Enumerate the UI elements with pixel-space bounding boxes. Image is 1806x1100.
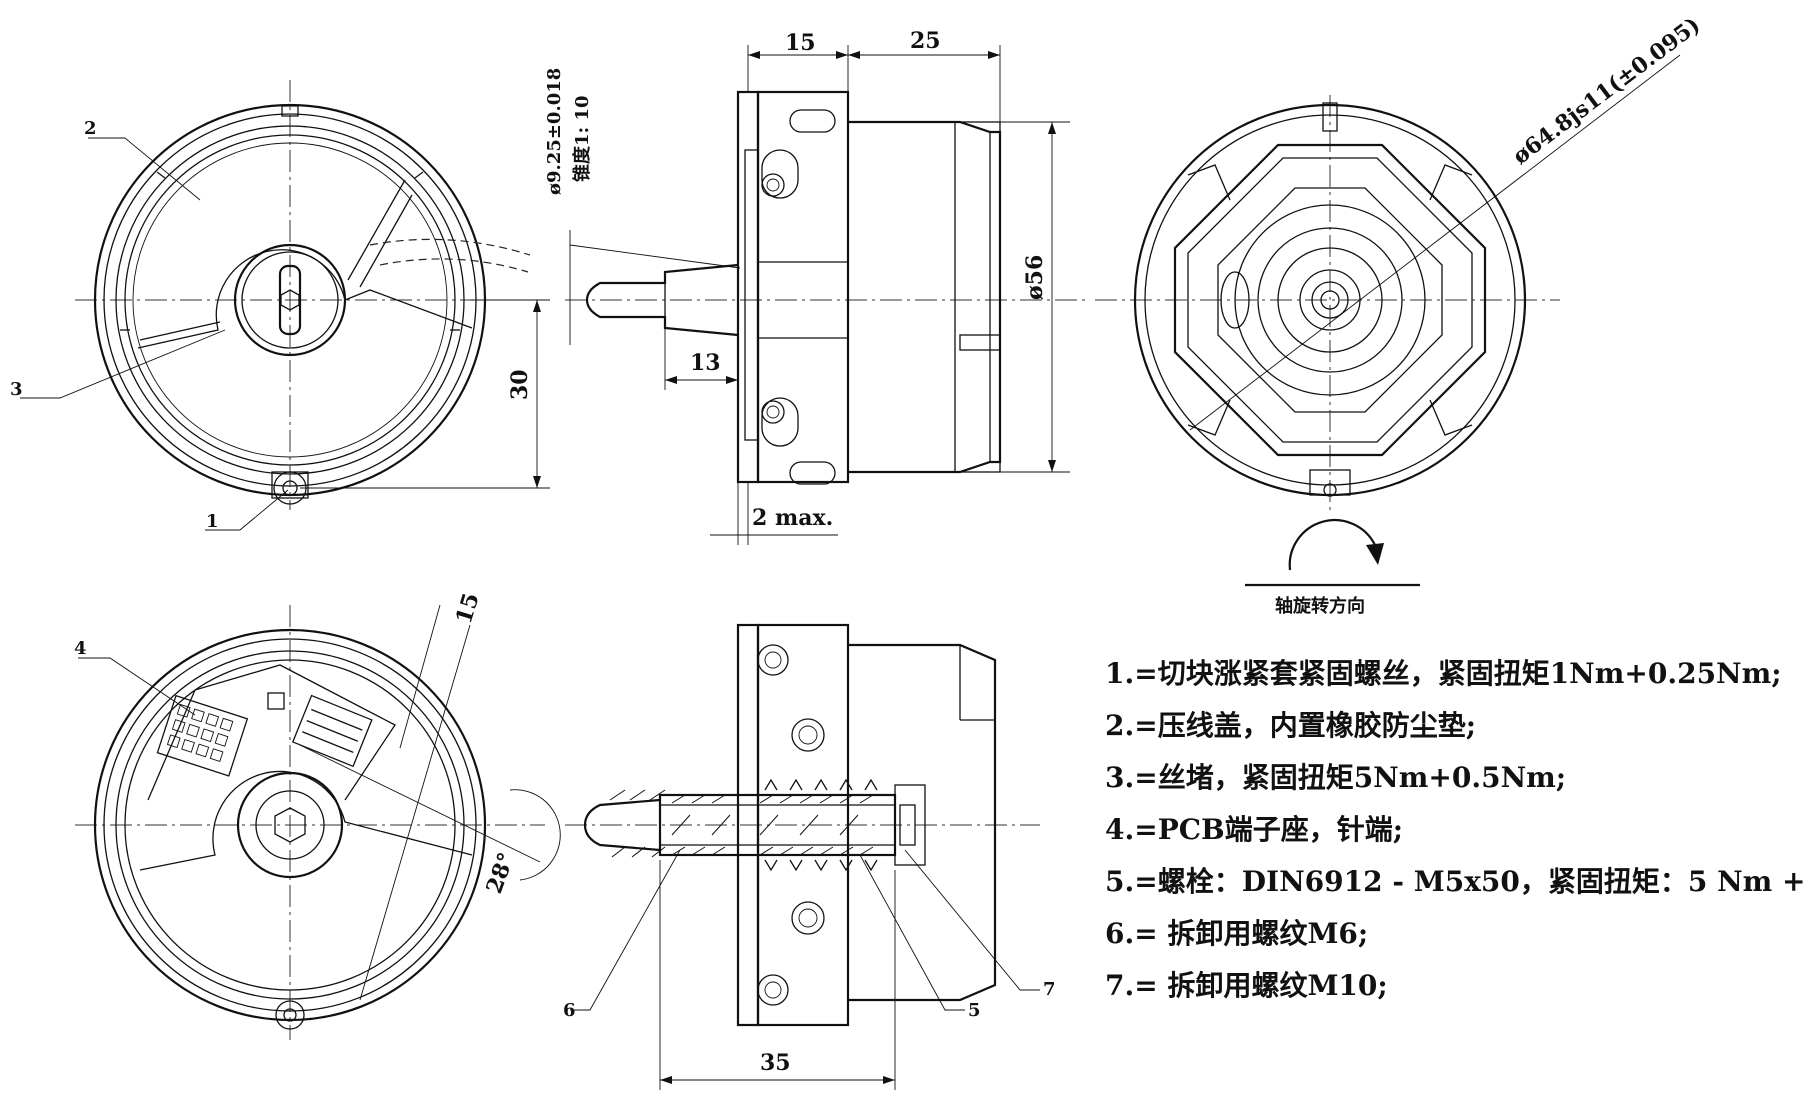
front-view	[20, 80, 550, 531]
side-view	[565, 45, 1090, 545]
back-view	[75, 604, 561, 1040]
note-1: 1.=切块涨紧套紧固螺丝，紧固扭矩1Nm+0.25Nm;	[1105, 657, 1782, 690]
section-view	[565, 623, 1040, 1090]
note-4: 4.=PCB端子座，针端;	[1105, 813, 1403, 846]
callout-labels: 1 2 3 4 5 6 7	[10, 118, 1056, 1021]
rear-view	[1095, 54, 1681, 587]
dim-15-top: 15	[785, 30, 816, 56]
section-hatching	[609, 789, 874, 858]
dim-28: 28°	[481, 849, 520, 897]
callout-6: 6	[563, 1000, 576, 1021]
note-7: 7.= 拆卸用螺纹M10;	[1105, 969, 1388, 1002]
rotation-direction-label: 轴旋转方向	[1275, 595, 1365, 617]
dim-35: 35	[760, 1050, 791, 1076]
dim-taper: 锥度1: 10	[571, 96, 593, 182]
dim-925: ø9.25±0.018	[544, 68, 565, 195]
callout-5: 5	[968, 1000, 981, 1021]
note-2: 2.=压线盖，内置橡胶防尘垫;	[1105, 709, 1476, 742]
dimension-labels: 15 25 13 2 max. 30 ø56 ø9.25±0.018 锥度1: …	[451, 12, 1705, 1076]
dim-2max: 2 max.	[752, 505, 833, 531]
dim-15-angle: 15	[451, 590, 485, 627]
dim-25: 25	[910, 28, 941, 54]
notes-list: 1.=切块涨紧套紧固螺丝，紧固扭矩1Nm+0.25Nm; 2.=压线盖，内置橡胶…	[1105, 657, 1806, 1002]
note-3: 3.=丝堵，紧固扭矩5Nm+0.5Nm;	[1105, 761, 1566, 794]
note-5: 5.=螺栓：DIN6912 - M5x50，紧固扭矩：5 Nm +0.5 Nm;	[1105, 865, 1806, 898]
callout-3: 3	[10, 379, 23, 400]
callout-4: 4	[74, 638, 87, 659]
callout-1: 1	[206, 511, 219, 532]
dim-648: ø64.8js11(±0.095)	[1508, 12, 1705, 170]
note-6: 6.= 拆卸用螺纹M6;	[1105, 917, 1368, 950]
dim-13: 13	[690, 350, 721, 376]
callout-2: 2	[84, 118, 97, 139]
callout-7: 7	[1043, 979, 1056, 1000]
dim-56: ø56	[1022, 255, 1048, 300]
dim-30: 30	[507, 369, 533, 400]
